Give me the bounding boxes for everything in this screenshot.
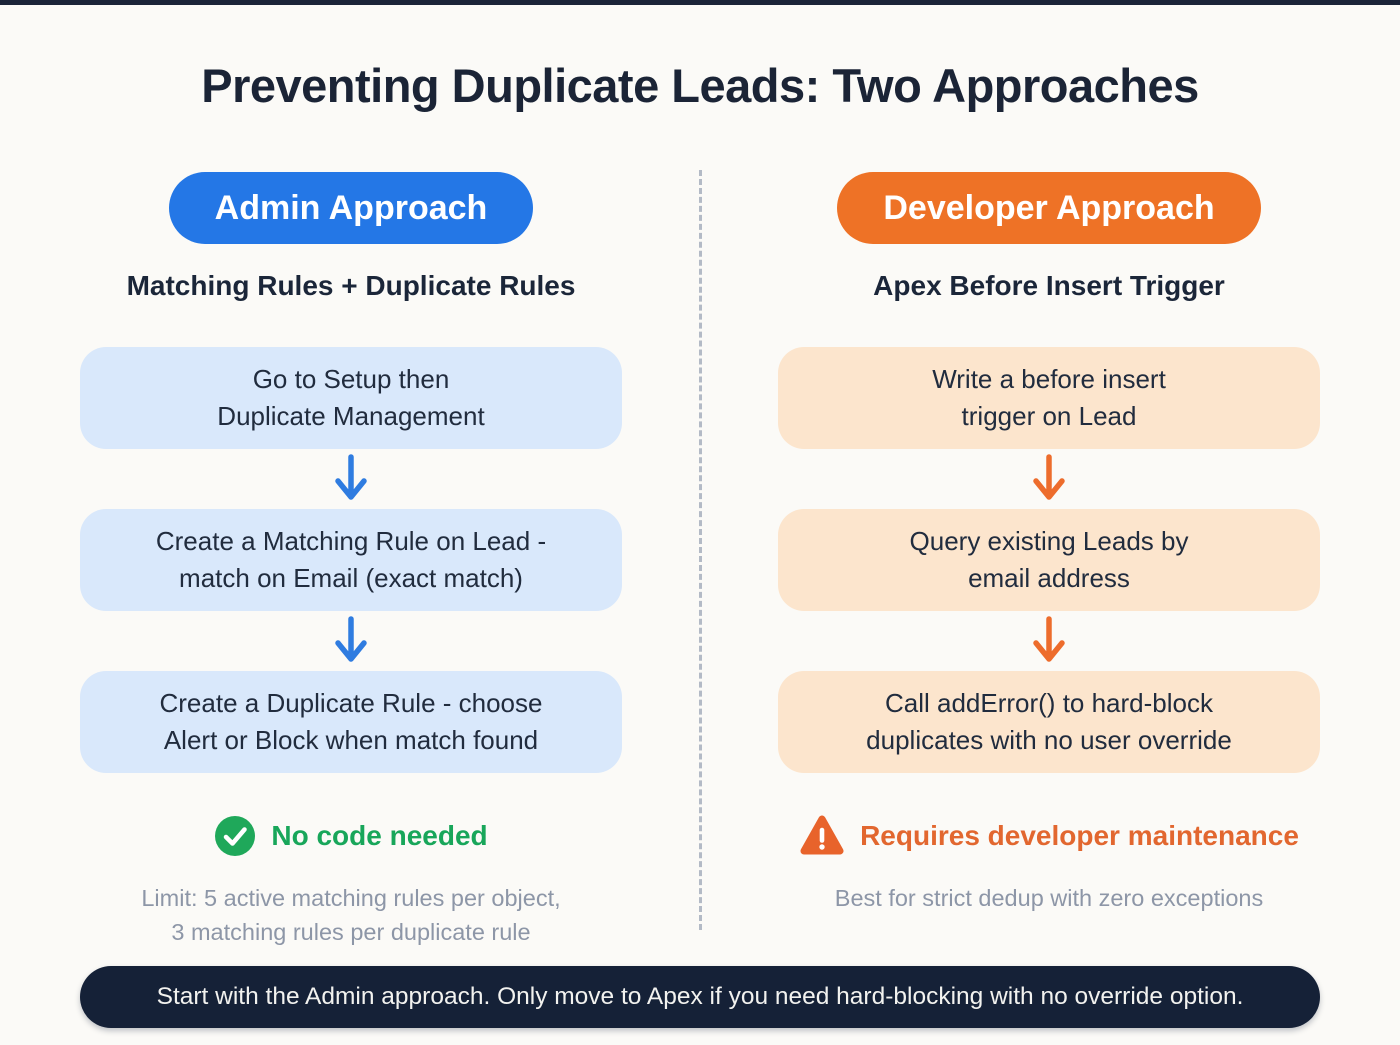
check-circle-icon <box>215 816 256 857</box>
admin-note: Limit: 5 active matching rules per objec… <box>141 885 561 945</box>
admin-subtitle: Matching Rules + Duplicate Rules <box>126 270 576 302</box>
developer-column: Developer Approach Apex Before Insert Tr… <box>778 172 1320 916</box>
footer-note: Start with the Admin approach. Only move… <box>156 983 1244 1010</box>
admin-step-2: Create a Matching Rule on Lead - match o… <box>80 509 622 612</box>
arrow-down-icon <box>1033 616 1065 662</box>
warning-triangle-icon <box>800 815 844 855</box>
developer-verdict-label: Requires developer maintenance <box>860 820 1299 852</box>
arrow-down-icon <box>1033 454 1065 500</box>
page-title: Preventing Duplicate Leads: Two Approach… <box>201 59 1199 112</box>
footer-banner: Start with the Admin approach. Only move… <box>80 966 1320 1028</box>
developer-note: Best for strict dedup with zero exceptio… <box>834 885 1264 912</box>
developer-subtitle: Apex Before Insert Trigger <box>873 270 1225 302</box>
admin-approach-badge: Admin Approach <box>168 172 534 245</box>
developer-step-2: Query existing Leads by email address <box>778 509 1320 612</box>
developer-approach-badge: Developer Approach <box>837 172 1261 245</box>
developer-step-3: Call addError() to hard-block duplicates… <box>778 671 1320 774</box>
top-edge-bar <box>0 0 1400 5</box>
admin-column: Admin Approach Matching Rules + Duplicat… <box>80 172 622 949</box>
arrow-down-icon <box>335 454 367 500</box>
admin-verdict: No code needed <box>214 815 488 857</box>
arrow-down-icon <box>335 616 367 662</box>
developer-verdict: Requires developer maintenance <box>799 815 1299 857</box>
admin-verdict-label: No code needed <box>271 820 488 852</box>
developer-step-1: Write a before insert trigger on Lead <box>778 347 1320 450</box>
admin-step-3: Create a Duplicate Rule - choose Alert o… <box>80 671 622 774</box>
column-divider <box>699 170 702 930</box>
admin-step-1: Go to Setup then Duplicate Management <box>80 347 622 450</box>
